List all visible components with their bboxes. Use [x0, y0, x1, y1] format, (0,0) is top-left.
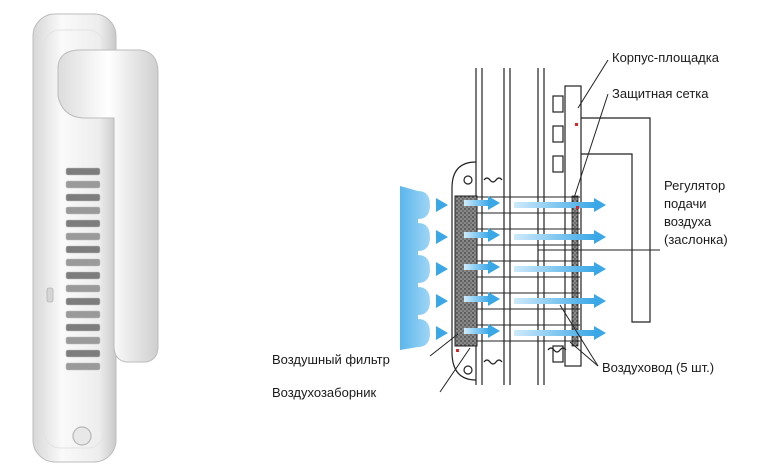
air-duct — [477, 228, 580, 246]
latch-button — [72, 426, 92, 446]
vent-slot — [65, 219, 101, 228]
air-flow-arrow — [464, 260, 500, 274]
vent-slot — [65, 245, 101, 254]
vent-slot — [65, 180, 101, 189]
air-flow-arrow — [514, 198, 606, 212]
air-flow-arrows — [464, 196, 606, 340]
incoming-air-wave — [400, 186, 448, 350]
vent-grille — [65, 167, 101, 371]
air-wave-arrowhead — [436, 230, 448, 244]
air-wave-arrowhead — [436, 198, 448, 212]
housing-plate — [564, 85, 582, 367]
air-flow-arrow — [464, 324, 500, 338]
vent-slot — [65, 310, 101, 319]
vent-slot — [65, 271, 101, 280]
red-markers — [456, 123, 579, 352]
vent-slot — [65, 362, 101, 371]
vent-slot — [65, 349, 101, 358]
vent-slot — [65, 258, 101, 267]
air-flow-arrow — [514, 230, 606, 244]
label-filter: Воздушный фильтр — [272, 352, 390, 367]
air-flow-arrow — [514, 326, 606, 340]
diagram-handle-outline — [581, 117, 651, 323]
vent-slot — [65, 297, 101, 306]
cross-section-diagram — [451, 68, 651, 385]
vent-slot — [65, 167, 101, 176]
air-filter — [454, 195, 478, 347]
handle-lever — [57, 49, 159, 363]
vent-slot — [65, 206, 101, 215]
product-photo — [32, 13, 159, 463]
label-regulator-3: воздуха — [664, 214, 712, 229]
label-regulator-4: (заслонка) — [664, 232, 728, 247]
intake-casing — [451, 161, 477, 381]
air-flow-arrow — [514, 262, 606, 276]
air-wave-shape — [400, 186, 430, 350]
label-duct: Воздуховод (5 шт.) — [602, 360, 714, 375]
air-duct — [477, 324, 580, 342]
air-wave-arrowhead — [436, 294, 448, 308]
air-wave-arrowhead — [436, 262, 448, 276]
vent-slot — [65, 323, 101, 332]
label-housing: Корпус-площадка — [612, 50, 720, 65]
label-regulator-2: подачи — [664, 196, 707, 211]
leader-lines — [429, 59, 660, 393]
vent-slot — [65, 336, 101, 345]
label-mesh: Защитная сетка — [612, 86, 709, 101]
air-flow-arrow — [464, 196, 500, 210]
label-intake: Воздухозаборник — [272, 385, 376, 400]
air-flow-arrow — [464, 292, 500, 306]
air-duct — [477, 196, 580, 214]
vent-slot — [65, 284, 101, 293]
air-wave-arrowhead — [436, 326, 448, 340]
label-regulator-1: Регулятор — [664, 178, 725, 193]
air-flow-arrow — [464, 228, 500, 242]
vent-slot — [65, 193, 101, 202]
air-duct — [477, 260, 580, 278]
vent-slot — [65, 232, 101, 241]
air-flow-arrow — [514, 294, 606, 308]
